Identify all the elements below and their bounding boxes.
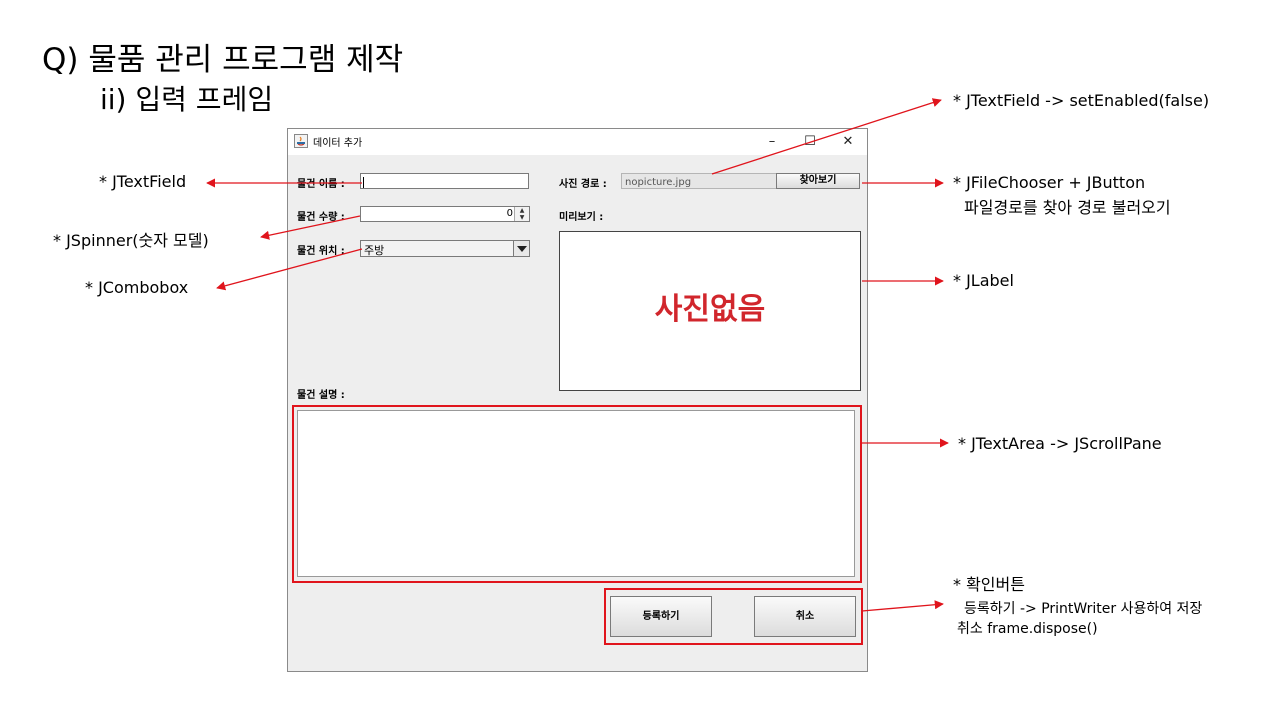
name-label: 물건 이름 : bbox=[297, 179, 345, 190]
quantity-value: 0 bbox=[506, 208, 513, 219]
arrow-confirm bbox=[861, 600, 944, 612]
no-picture-text: 사진없음 bbox=[654, 292, 766, 327]
text-caret bbox=[363, 177, 364, 188]
spinner-down-icon[interactable]: ▼ bbox=[519, 214, 525, 221]
annotation-confirm-desc2: 취소 frame.dispose() bbox=[957, 621, 1098, 637]
annotation-filechooser-desc: 파일경로를 찾아 경로 불러오기 bbox=[964, 198, 1171, 217]
java-app-icon bbox=[294, 134, 308, 148]
name-field[interactable] bbox=[360, 173, 529, 189]
spinner-up-icon[interactable]: ▲ bbox=[519, 207, 525, 214]
annotation-confirm-desc1: 등록하기 -> PrintWriter 사용하여 저장 bbox=[964, 601, 1203, 617]
preview-image-label: 사진없음 bbox=[559, 231, 861, 391]
path-field-disabled: nopicture.jpg bbox=[621, 173, 777, 189]
slide-title: Q) 물품 관리 프로그램 제작 bbox=[42, 42, 404, 78]
maximize-button[interactable]: ☐ bbox=[804, 134, 816, 149]
slide-subtitle: ii) 입력 프레임 bbox=[100, 83, 274, 116]
browse-button[interactable]: 찾아보기 bbox=[776, 173, 860, 189]
annotation-jcombobox: * JCombobox bbox=[85, 278, 189, 297]
window-title: 데이터 추가 bbox=[313, 138, 363, 149]
spinner-buttons: ▲ ▼ bbox=[514, 207, 529, 221]
textarea-highlight-frame bbox=[292, 405, 862, 583]
annotation-jtextarea: * JTextArea -> JScrollPane bbox=[958, 434, 1162, 453]
description-label: 물건 설명 : bbox=[297, 390, 345, 401]
annotation-confirm: * 확인버튼 bbox=[953, 575, 1025, 594]
path-value: nopicture.jpg bbox=[625, 177, 692, 188]
quantity-label: 물건 수량 : bbox=[297, 212, 345, 223]
register-button[interactable]: 등록하기 bbox=[610, 596, 712, 637]
cancel-button[interactable]: 취소 bbox=[754, 596, 856, 637]
annotation-jspinner: * JSpinner(숫자 모델) bbox=[53, 231, 209, 250]
annotation-filechooser: * JFileChooser + JButton bbox=[953, 173, 1146, 192]
chevron-down-icon[interactable] bbox=[513, 241, 529, 256]
quantity-spinner[interactable]: 0 ▲ ▼ bbox=[360, 206, 530, 222]
window-titlebar: 데이터 추가 – ☐ ✕ bbox=[288, 129, 867, 155]
annotation-setenabled: * JTextField -> setEnabled(false) bbox=[953, 91, 1210, 110]
annotation-jtextfield: * JTextField bbox=[99, 172, 187, 191]
location-value: 주방 bbox=[364, 244, 385, 257]
annotation-jlabel: * JLabel bbox=[953, 271, 1014, 290]
location-combobox[interactable]: 주방 bbox=[360, 240, 530, 257]
path-label: 사진 경로 : bbox=[559, 179, 607, 190]
location-label: 물건 위치 : bbox=[297, 246, 345, 257]
close-button[interactable]: ✕ bbox=[842, 134, 854, 149]
minimize-button[interactable]: – bbox=[768, 134, 776, 149]
description-textarea[interactable] bbox=[297, 410, 855, 577]
preview-label: 미리보기 : bbox=[559, 212, 604, 223]
buttons-highlight-frame bbox=[604, 588, 863, 645]
